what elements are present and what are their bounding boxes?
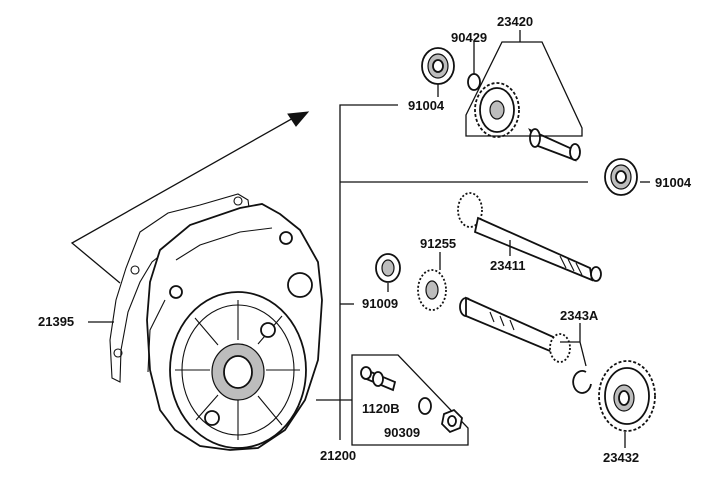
kit-box-1120b-90309: [351, 354, 469, 446]
label-21200: 21200: [320, 448, 356, 463]
label-91004-top: 91004: [408, 98, 445, 113]
gasket-holes: [113, 196, 243, 358]
drive-shaft-23411[interactable]: [457, 192, 602, 282]
final-shaft[interactable]: [459, 296, 571, 363]
oil-seal-91255[interactable]: [417, 269, 447, 311]
label-91004-middle: 91004: [655, 175, 692, 190]
part-labels: 23420 90429 91004 91004 91255 23411 9100…: [38, 14, 692, 465]
circlip-2343a[interactable]: [572, 370, 592, 394]
label-91009: 91009: [362, 296, 398, 311]
leader-lines: [88, 30, 650, 448]
assembly-direction-arrow: [70, 111, 310, 284]
label-21395: 21395: [38, 314, 74, 329]
label-23420: 23420: [497, 14, 533, 29]
bearing-91004-middle[interactable]: [604, 158, 638, 196]
transmission-cover-21200[interactable]: [146, 203, 323, 451]
label-23432: 23432: [603, 450, 639, 465]
bearing-91004-top[interactable]: [421, 47, 455, 85]
label-23411: 23411: [490, 258, 525, 273]
label-2343a: 2343A: [560, 308, 599, 323]
drive-gear-23420[interactable]: [474, 82, 581, 162]
label-1120b: 1120B: [362, 401, 400, 416]
nut-90309[interactable]: [441, 408, 463, 434]
washer-90309[interactable]: [418, 397, 432, 415]
needle-bearing-91009[interactable]: [375, 253, 401, 283]
final-gear-23432[interactable]: [598, 360, 656, 432]
label-90309: 90309: [384, 425, 420, 440]
label-91255: 91255: [420, 236, 456, 251]
washer-90429[interactable]: [467, 73, 481, 91]
label-90429: 90429: [451, 30, 487, 45]
dowel-pin-1120b[interactable]: [360, 366, 397, 392]
